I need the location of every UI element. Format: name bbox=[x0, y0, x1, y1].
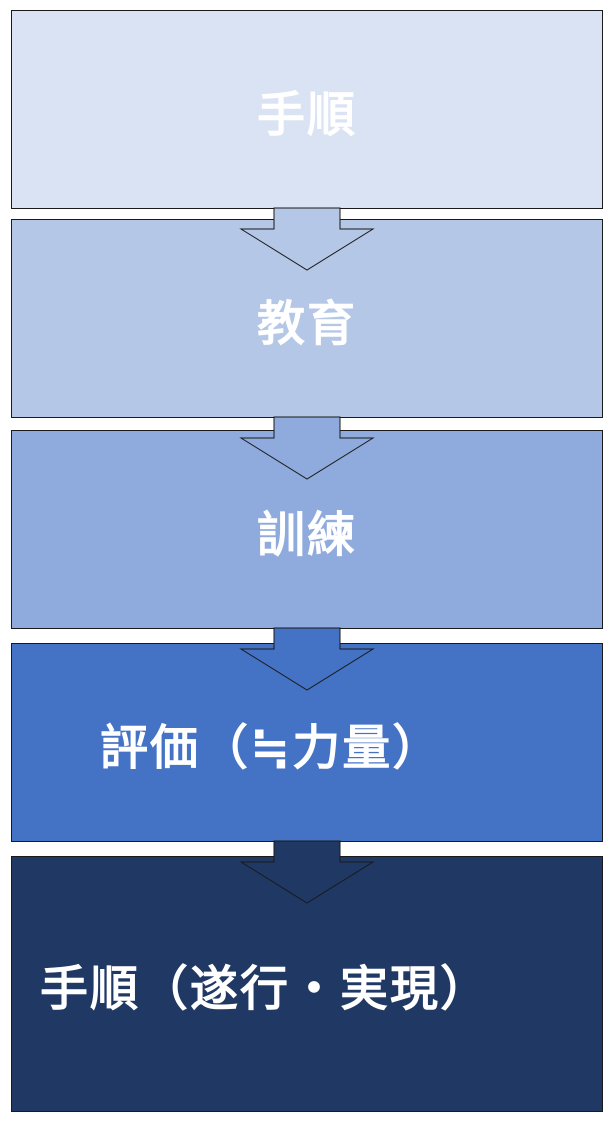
arrow-down-3 bbox=[239, 627, 375, 691]
step-label-evaluation: 評価（≒力量） bbox=[100, 719, 443, 776]
arrow-down-1 bbox=[239, 207, 375, 271]
step-box-procedure: 手順 bbox=[11, 10, 603, 209]
step-label-training: 訓練 bbox=[256, 506, 357, 563]
step-label-procedure: 手順 bbox=[256, 86, 357, 143]
step-label-education: 教育 bbox=[256, 295, 357, 352]
arrow-down-4 bbox=[239, 840, 375, 904]
arrow-down-2 bbox=[239, 416, 375, 480]
step-box-evaluation: 評価（≒力量） bbox=[11, 643, 603, 842]
step-label-execution: 手順（遂行・実現） bbox=[40, 961, 491, 1017]
